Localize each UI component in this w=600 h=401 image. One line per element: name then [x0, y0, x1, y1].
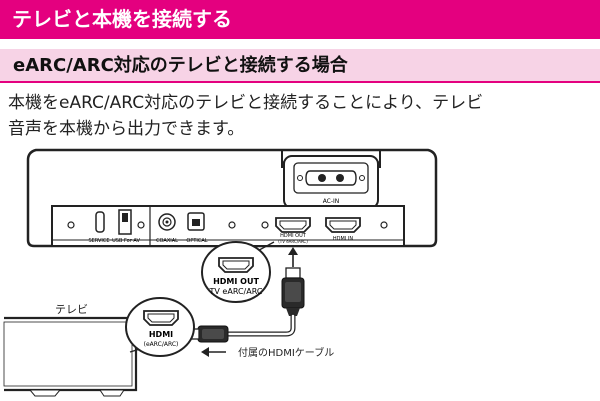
callout-hdmi-out-sublabel: TV eARC/ARC: [209, 287, 263, 296]
hdmi-out-label: HDMI OUT: [280, 233, 307, 239]
hdmi-plug-soundbar-end: [281, 267, 305, 316]
optical-port: [187, 212, 205, 231]
coaxial-label: COAXIAL: [156, 238, 178, 244]
soundbar-rear-panel: AC-IN SERVICE USB For AV COAXIAL OPTICAL…: [26, 148, 438, 248]
coaxial-port: [158, 213, 176, 231]
cable-label: 付属のHDMIケーブル: [238, 346, 334, 359]
hdmi-out-sublabel: (TV eARC/ARC): [278, 239, 308, 244]
insert-arrow-up: [288, 247, 298, 267]
usb-label: USB For AV: [112, 238, 140, 244]
service-label: SERVICE: [88, 238, 109, 244]
hdmi-out-port: [275, 217, 311, 233]
section-header: テレビと本機を接続する: [0, 0, 600, 39]
optical-label: OPTICAL: [186, 238, 207, 244]
callout-hdmi-sublabel: (eARC/ARC): [144, 341, 179, 348]
hdmi-plug-tv-end: [189, 325, 229, 343]
hdmi-in-port: [325, 217, 361, 233]
usb-port: [118, 209, 132, 235]
hdmi-out-callout: HDMI OUT TV eARC/ARC: [201, 241, 275, 303]
description-line-1: 本機をeARC/ARC対応のテレビと接続することにより、テレビ: [8, 93, 484, 113]
callout-hdmi-out-label: HDMI OUT: [213, 277, 259, 286]
hdmi-cable: [225, 313, 296, 337]
tv-label: テレビ: [55, 303, 88, 316]
service-port: [95, 211, 105, 233]
description-text: 本機をeARC/ARC対応のテレビと接続することにより、テレビ 音声を本機から出…: [8, 90, 598, 142]
ac-in-label: AC-IN: [323, 198, 340, 205]
subsection-header: eARC/ARC対応のテレビと接続する場合: [0, 49, 600, 83]
description-line-2: 音声を本機から出力できます。: [8, 119, 245, 139]
hdmi-in-label: HDMI IN: [333, 236, 353, 242]
insert-arrow-left: [201, 347, 226, 357]
tv-illustration: [3, 316, 138, 397]
callout-hdmi-label: HDMI: [149, 330, 173, 339]
tv-hdmi-callout: HDMI (eARC/ARC): [125, 297, 195, 357]
